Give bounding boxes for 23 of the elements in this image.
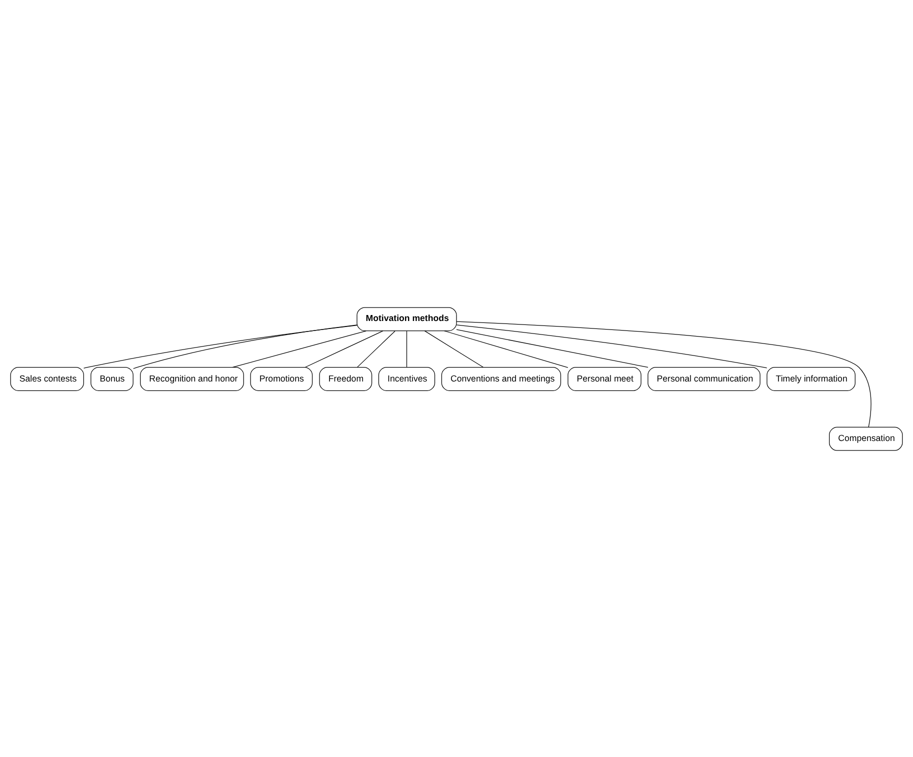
connector bbox=[406, 330, 408, 368]
connector bbox=[304, 330, 384, 368]
node-box: Personal meet bbox=[568, 366, 642, 390]
node-box: Personal communication bbox=[648, 366, 760, 390]
connector bbox=[133, 324, 358, 368]
connector bbox=[456, 328, 648, 368]
connector bbox=[456, 320, 872, 427]
connector bbox=[232, 330, 366, 368]
node-box: Recognition and honor bbox=[140, 366, 244, 390]
node-box: Motivation methods bbox=[356, 306, 457, 331]
connector bbox=[83, 324, 358, 368]
node-box: Compensation bbox=[829, 426, 903, 450]
node-box: Timely information bbox=[766, 366, 856, 390]
node-box: Freedom bbox=[319, 366, 372, 390]
connector bbox=[444, 330, 568, 368]
connector bbox=[456, 324, 768, 368]
node-box: Promotions bbox=[250, 366, 313, 390]
connector bbox=[424, 330, 484, 368]
node-box: Incentives bbox=[378, 366, 436, 390]
node-box: Sales contests bbox=[10, 366, 84, 390]
node-box: Conventions and meetings bbox=[441, 366, 562, 390]
connector bbox=[356, 330, 396, 368]
node-box: Bonus bbox=[90, 366, 134, 390]
